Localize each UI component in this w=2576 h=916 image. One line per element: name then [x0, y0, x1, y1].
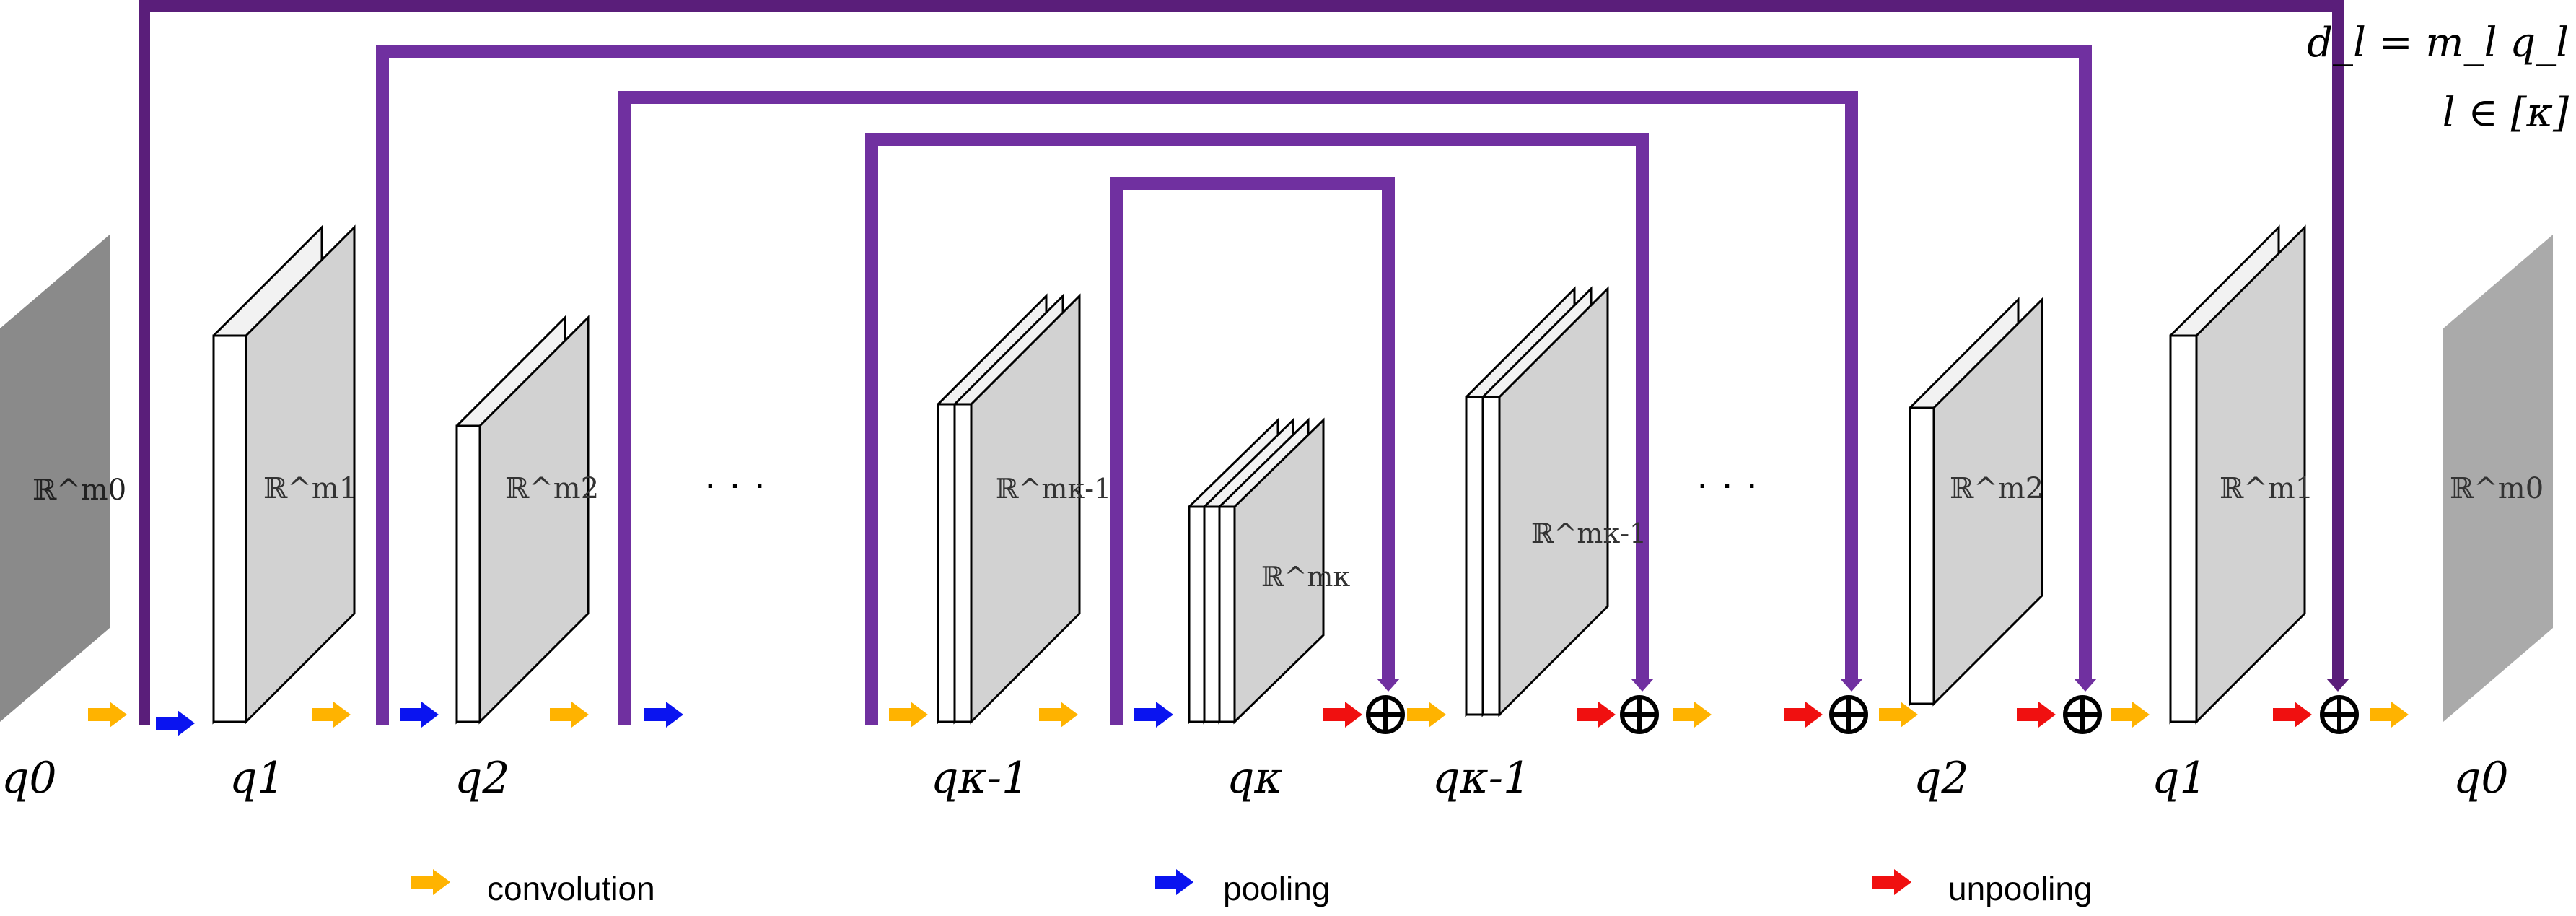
sum-node-icon	[2063, 695, 2102, 734]
feature-map-stacks	[0, 224, 2553, 725]
layer-label-enc2: ℝ^m2	[505, 472, 599, 505]
arrow-convolution	[2111, 702, 2150, 728]
arrow-unpooling	[1784, 702, 1823, 728]
enc2-stack-edge	[455, 424, 481, 723]
dec1-stack-panel	[2195, 224, 2306, 725]
q-label-q0-left: q0	[1, 753, 57, 803]
legend: convolution pooling unpooling	[411, 869, 2093, 907]
bottom-stack-edge	[1188, 505, 1206, 723]
layer-label-input: ℝ^m0	[32, 474, 126, 507]
dec2-stack	[1909, 297, 2043, 707]
q-label-qk1-left: qκ-1	[931, 753, 1029, 803]
output-panel	[2443, 235, 2553, 722]
enc-k1-stack	[937, 293, 1081, 725]
enc1-stack	[212, 224, 356, 725]
layer-label-dec-k1: ℝ^mκ-1	[1531, 518, 1647, 549]
legend-unpooling-label: unpooling	[1948, 870, 2093, 907]
dec-k1-stack-edge	[1481, 396, 1501, 716]
enc1-stack-panel	[245, 224, 356, 725]
q-label-q2-right: q2	[1914, 753, 1969, 803]
enc-k1-stack-panel	[970, 293, 1081, 725]
q-label-q1-left: q1	[229, 753, 285, 803]
legend-pooling-arrow	[1155, 869, 1193, 895]
arrow-convolution	[1407, 702, 1446, 728]
q-label-qk: qκ	[1227, 753, 1283, 803]
skip-connection-arrowhead	[2326, 679, 2349, 692]
skip-connection-line	[139, 0, 2344, 725]
q-label-q2-left: q2	[455, 753, 510, 803]
legend-convolution-label: convolution	[487, 870, 655, 907]
bottom-stack-edge	[1203, 505, 1221, 723]
skip-connection-line	[376, 45, 2092, 725]
dec-k1-stack-panel	[1498, 286, 1609, 717]
enc2-stack-panel	[478, 315, 590, 725]
arrow-convolution	[1673, 702, 1712, 728]
skip-connection-arrowhead	[1631, 679, 1654, 692]
arrow-unpooling	[2017, 702, 2056, 728]
arrow-convolution	[2370, 702, 2409, 728]
ellipsis-left: · · ·	[704, 460, 766, 505]
arrow-pooling	[400, 702, 439, 728]
skip-connection-line	[865, 133, 1649, 725]
bottom-stack-edge	[1218, 505, 1236, 723]
layer-label-output: ℝ^m0	[2450, 472, 2544, 505]
legend-convolution-arrow	[411, 869, 450, 895]
q-label-q0-right: q0	[2453, 753, 2509, 803]
layer-label-dec2: ℝ^m2	[1950, 472, 2043, 505]
arrow-unpooling	[2273, 702, 2312, 728]
skip-connection-arrowhead	[1377, 679, 1400, 692]
ellipsis-right: · · ·	[1696, 460, 1758, 505]
legend-unpooling-arrow	[1872, 869, 1911, 895]
arrow-convolution	[550, 702, 589, 728]
dec2-stack-edge	[1909, 406, 1935, 705]
arrow-pooling	[1134, 702, 1173, 728]
arrow-pooling	[644, 702, 683, 728]
q-label-q1-right: q1	[2152, 753, 2207, 803]
formula-line-1: d_l = m_l q_l	[2307, 19, 2569, 66]
sum-nodes	[1366, 695, 2359, 734]
flow-arrows	[88, 702, 2409, 736]
skip-connection-line	[1110, 177, 1395, 725]
bottom-stack-panel	[1233, 417, 1325, 725]
arrow-convolution	[88, 702, 127, 728]
layer-label-enc1: ℝ^m1	[263, 472, 357, 505]
bottom-stack	[1188, 417, 1325, 725]
arrow-convolution	[1879, 702, 1918, 728]
skip-connection-line	[618, 91, 1858, 725]
dec1-stack-edge	[2169, 334, 2198, 723]
skip-connection-arrowhead	[1840, 679, 1863, 692]
skip-connection-arrowhead	[2074, 679, 2097, 692]
layer-label-bottom: ℝ^mκ	[1261, 561, 1350, 593]
q-label-qk1-right: qκ-1	[1432, 753, 1530, 803]
input-panel	[0, 235, 110, 722]
arrow-pooling	[156, 710, 195, 736]
sum-node-icon	[1620, 695, 1659, 734]
layer-label-dec1: ℝ^m1	[2220, 472, 2313, 505]
enc-k1-stack-edge	[953, 403, 973, 723]
enc1-stack-edge	[212, 334, 247, 723]
arrow-convolution	[312, 702, 351, 728]
enc2-stack	[455, 315, 590, 725]
sum-node-icon	[2320, 695, 2359, 734]
arrow-convolution	[889, 702, 928, 728]
legend-pooling-label: pooling	[1223, 870, 1330, 907]
sum-node-icon	[1829, 695, 1868, 734]
dec1-stack	[2169, 224, 2306, 725]
formula-line-2: l ∈ [κ]	[2443, 90, 2570, 136]
sum-node-icon	[1366, 695, 1405, 734]
dec-k1-stack	[1465, 286, 1609, 717]
dec-k1-stack-edge	[1465, 396, 1484, 716]
arrow-unpooling	[1323, 702, 1362, 728]
arrow-convolution	[1039, 702, 1078, 728]
dec2-stack-panel	[1932, 297, 2043, 707]
layer-label-enc-k1: ℝ^mκ-1	[996, 473, 1111, 505]
arrow-unpooling	[1577, 702, 1616, 728]
enc-k1-stack-edge	[937, 403, 956, 723]
skip-connections	[139, 0, 2349, 725]
